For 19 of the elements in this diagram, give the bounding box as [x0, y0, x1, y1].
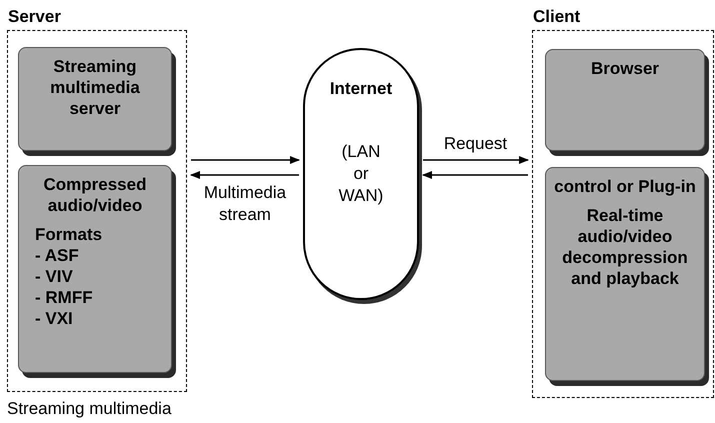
network-text: (LAN or WAN)	[338, 141, 384, 207]
arrow	[423, 156, 529, 164]
network-text: Internet	[330, 78, 392, 99]
group-heading: Client	[532, 6, 580, 28]
box-text: Real-time audio/video decompression and playback	[561, 205, 689, 289]
box-text: - VXI	[34, 308, 73, 329]
box-text: - RMFF	[34, 287, 93, 308]
box-text: Formats	[34, 224, 102, 245]
arrow	[191, 156, 300, 164]
arrow	[190, 171, 299, 179]
box-text: - VIV	[34, 266, 73, 287]
box-text: - ASF	[34, 245, 79, 266]
group-heading: Server	[7, 6, 61, 28]
box-text: Compressed audio/video	[42, 174, 148, 216]
caption: Streaming multimedia	[7, 398, 172, 420]
box-text: Streaming multimedia server	[49, 56, 141, 119]
box-text: control or Plug-in	[554, 176, 696, 197]
arrow	[422, 171, 528, 179]
box-text: Browser	[590, 58, 660, 79]
